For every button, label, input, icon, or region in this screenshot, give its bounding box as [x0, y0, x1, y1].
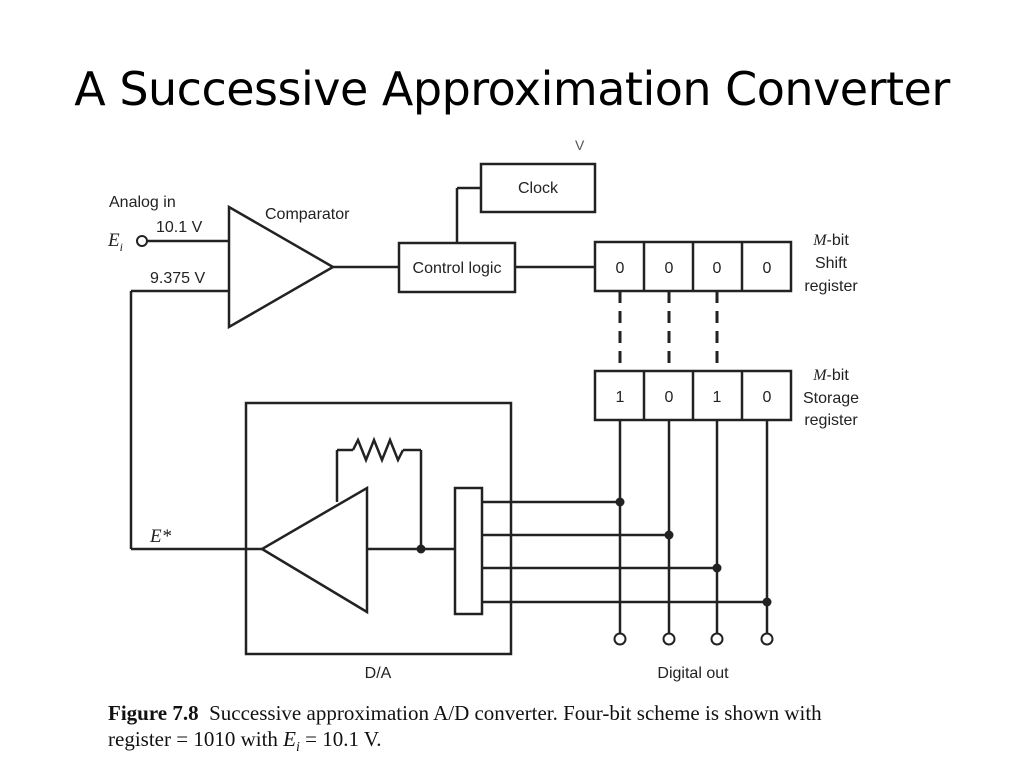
storage-bit: 1 — [713, 389, 722, 406]
caption-text-1: Successive approximation A/D converter. … — [209, 701, 822, 725]
figure-caption: Figure 7.8 Successive approximation A/D … — [108, 700, 968, 761]
estimate-symbol: E* — [149, 526, 172, 547]
clock-label: Clock — [518, 180, 559, 197]
stray-label: V — [575, 137, 585, 153]
caption-line-2: register = 1010 with Ei = 10.1 V. — [108, 726, 968, 761]
caption-line-1: Figure 7.8 Successive approximation A/D … — [108, 700, 968, 726]
caption-text-2a: register = 1010 with — [108, 727, 284, 751]
digital-out-terminal — [613, 632, 627, 646]
digital-out-terminal — [760, 632, 774, 646]
analog-in-label: Analog in — [109, 194, 176, 211]
shift-bit: 0 — [713, 260, 722, 277]
input-voltage-label: 10.1 V — [156, 219, 203, 236]
storage-bit: 0 — [665, 389, 674, 406]
shift-register-label-line2: Shift — [815, 255, 848, 272]
slide-title: A Successive Approximation Converter — [74, 62, 950, 116]
comparator-triangle — [227, 204, 336, 330]
digital-out-label: Digital out — [657, 665, 729, 682]
storage-register-label-line3: register — [804, 412, 858, 429]
storage-register-label-line2: Storage — [803, 390, 859, 407]
comparator-label: Comparator — [265, 206, 350, 223]
storage-bit: 0 — [763, 389, 772, 406]
da-converter-box — [244, 401, 513, 656]
shift-bit: 0 — [616, 260, 625, 277]
feedback-resistor — [351, 436, 405, 464]
feedback-voltage-label: 9.375 V — [150, 270, 205, 287]
caption-symbol-sub: i — [295, 740, 300, 756]
storage-register-label-line1: M-bit — [812, 367, 849, 384]
control-logic-label: Control logic — [413, 260, 502, 277]
figure-number: Figure 7.8 — [108, 701, 199, 725]
caption-symbol: E — [283, 727, 296, 751]
digital-out-terminal — [710, 632, 724, 646]
analog-input-terminal — [136, 235, 148, 247]
storage-bit: 1 — [616, 389, 625, 406]
storage-register-bits: 1 0 1 0 — [616, 389, 772, 406]
shift-register-bits: 0 0 0 0 — [616, 260, 772, 277]
opamp-triangle — [259, 485, 369, 615]
resistor-ladder-block — [453, 486, 484, 616]
da-label: D/A — [365, 665, 392, 682]
shift-bit: 0 — [665, 260, 674, 277]
caption-text-2b: = 10.1 V. — [299, 727, 382, 751]
digital-out-terminal — [662, 632, 676, 646]
shift-register-label-line1: M-bit — [812, 232, 849, 249]
input-symbol: Ei — [107, 230, 123, 254]
shift-register-label-line3: register — [804, 278, 858, 295]
shift-bit: 0 — [763, 260, 772, 277]
